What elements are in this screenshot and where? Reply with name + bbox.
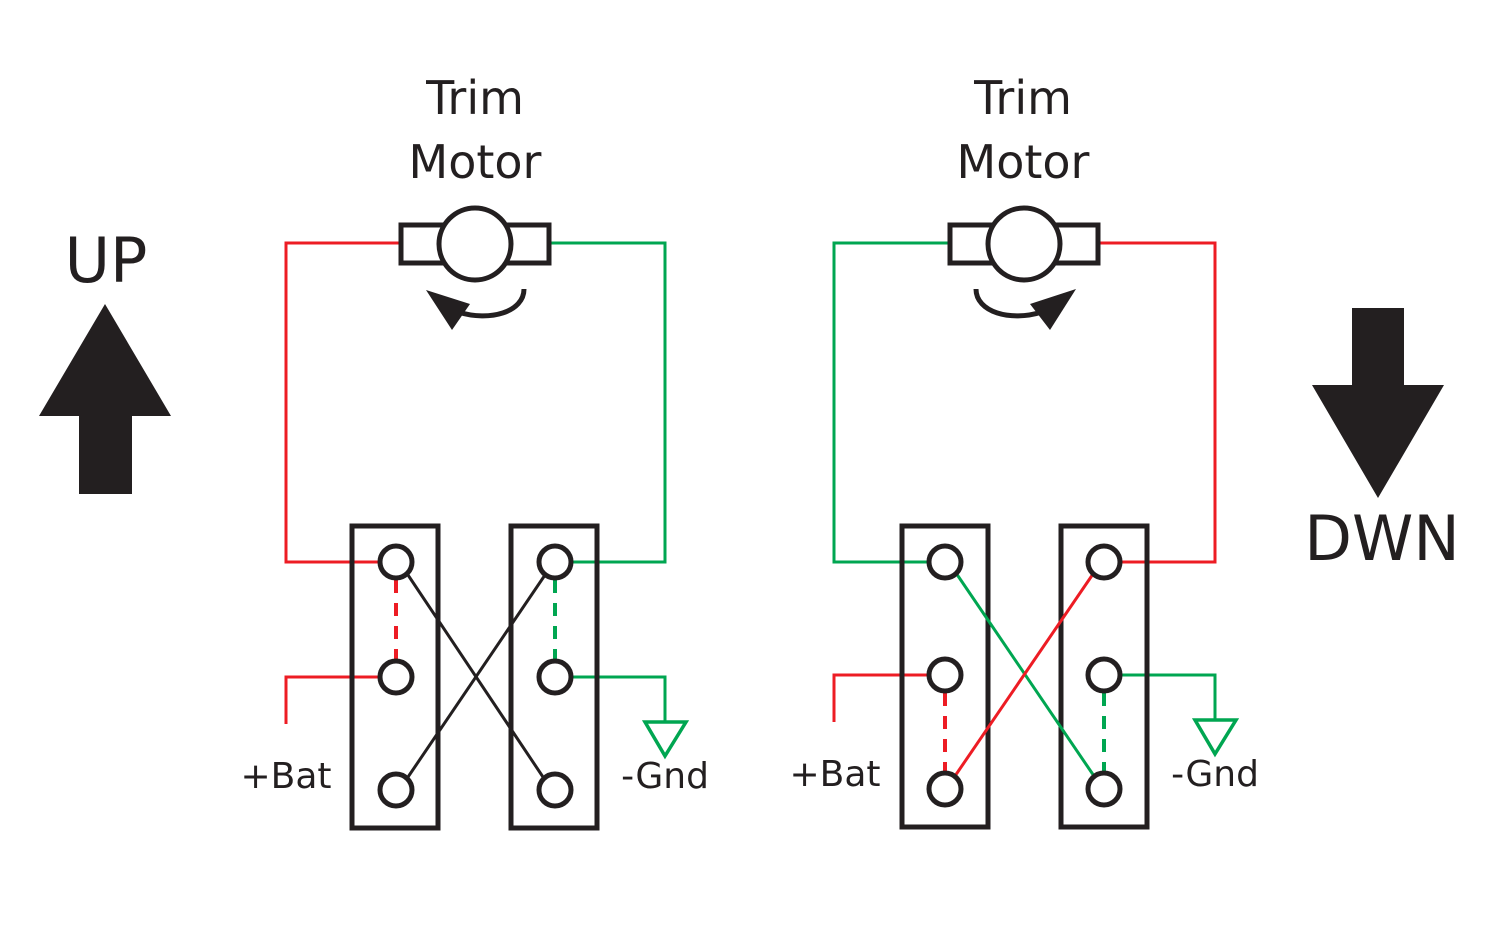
terminal-left-top xyxy=(377,543,415,581)
direction-label: UP xyxy=(65,224,148,297)
negative-wire-motor xyxy=(832,241,950,564)
ground-label: -Gnd xyxy=(621,756,709,797)
switch-body-left xyxy=(349,523,441,831)
battery-label: +Bat xyxy=(240,756,331,797)
ground-label: -Gnd xyxy=(1171,754,1259,795)
terminal-left-top xyxy=(926,543,964,581)
positive-wire-motor xyxy=(1098,241,1217,564)
terminal-right-mid xyxy=(536,658,574,696)
rotation-ccw-icon xyxy=(426,288,527,330)
battery-wire xyxy=(832,673,945,722)
motor-title-line1: Trim xyxy=(425,71,524,125)
terminal-right-mid xyxy=(1085,656,1123,694)
panel-up: Trim Motor UP xyxy=(39,71,709,831)
battery-wire xyxy=(284,675,396,724)
direction-label: DWN xyxy=(1304,502,1459,575)
arrow-down-icon xyxy=(1312,308,1444,498)
ground-wire xyxy=(555,675,667,722)
motor-title-line2: Motor xyxy=(957,135,1090,189)
terminal-right-top xyxy=(536,543,574,581)
switch-body-right xyxy=(1058,523,1150,830)
terminal-left-mid xyxy=(926,656,964,694)
negative-wire-motor xyxy=(548,241,667,564)
motor-title-line1: Trim xyxy=(973,71,1072,125)
terminal-right-bottom xyxy=(1085,770,1123,808)
terminal-left-bottom xyxy=(926,770,964,808)
terminal-left-bottom xyxy=(377,771,415,809)
crossover-wire-b xyxy=(406,574,547,778)
ground-icon xyxy=(641,720,690,760)
panel-down: Trim Motor DWN xyxy=(789,71,1460,830)
positive-wire-motor xyxy=(284,241,402,564)
terminal-right-bottom xyxy=(536,771,574,809)
terminal-left-mid xyxy=(377,658,415,696)
motor-icon xyxy=(398,205,552,283)
arrow-up-icon xyxy=(39,304,171,494)
motor-icon xyxy=(947,205,1101,283)
switch-body-left xyxy=(899,523,991,830)
terminal-right-top xyxy=(1085,543,1123,581)
ground-wire xyxy=(1104,673,1217,720)
rotation-cw-icon xyxy=(973,288,1076,330)
battery-label: +Bat xyxy=(789,754,880,795)
switch-body-right xyxy=(508,523,600,831)
crossover-wire-positive xyxy=(953,573,1095,777)
ground-icon xyxy=(1191,718,1240,758)
motor-title-line2: Motor xyxy=(409,135,542,189)
